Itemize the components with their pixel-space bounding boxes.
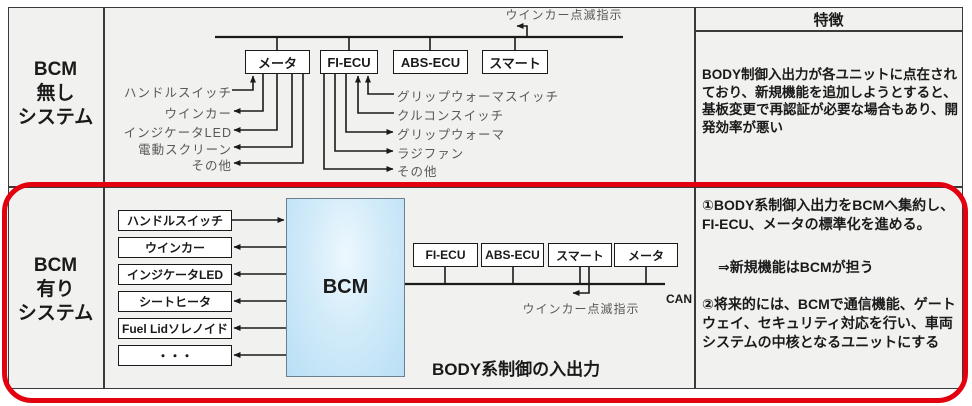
label-grip-warmer: グリップウォーマ	[397, 128, 506, 142]
bcm-box: BCM	[286, 198, 405, 377]
label-cruise-switch: クルコンスイッチ	[397, 109, 505, 123]
row-label-line: 無し	[36, 83, 75, 104]
label-others-right: その他	[397, 165, 438, 179]
can-bus-label: CAN	[666, 292, 692, 306]
row-label-line: システム	[17, 303, 94, 324]
feature-header-underline	[694, 30, 963, 32]
label-handle-switch: ハンドルスイッチ	[123, 86, 232, 100]
body-io-caption: BODY系制御の入出力	[432, 360, 601, 379]
blinker-note-top: ウインカー点滅指示	[505, 8, 623, 22]
can-unit-meter: メータ	[614, 243, 678, 267]
row-label-without-bcm: BCM 無し システム	[8, 58, 103, 130]
io-box-seat-heater: シートヒータ	[118, 291, 232, 312]
row-label-with-bcm: BCM 有り システム	[8, 254, 103, 326]
io-box-others: ・・・	[118, 345, 232, 366]
row-label-line: BCM	[33, 59, 78, 80]
bottom-diagram-wires	[232, 217, 665, 358]
can-unit-smart: スマート	[548, 243, 612, 267]
feature-text-without-bcm: BODY制御入出力が各ユニットに点在されており、新規機能を追加しようとすると、基…	[702, 67, 958, 135]
label-grip-warmer-switch: グリップウォーマスイッチ	[397, 90, 560, 104]
unit-box-meter: メータ	[245, 50, 310, 74]
io-box-winker: ウインカー	[118, 237, 232, 258]
row-label-line: BCM	[33, 255, 78, 276]
label-others-left: その他	[191, 159, 232, 173]
blinker-note-bottom: ウインカー点滅指示	[522, 302, 640, 316]
io-box-fuel-lid-solenoid: Fuel Lidソレノイド	[118, 318, 232, 339]
can-unit-abs-ecu: ABS-ECU	[481, 243, 544, 267]
can-unit-fi-ecu: FI-ECU	[413, 243, 478, 267]
unit-box-smart: スマート	[482, 50, 548, 74]
label-winker: ウインカー	[164, 107, 232, 121]
label-electric-screen: 電動スクリーン	[138, 143, 232, 157]
bcm-label: BCM	[322, 276, 369, 298]
io-box-handle-switch: ハンドルスイッチ	[118, 210, 232, 231]
label-radiator-fan: ラジファン	[397, 147, 465, 161]
label-indicator-led: インジケータLED	[123, 126, 232, 140]
unit-box-fi-ecu: FI-ECU	[320, 50, 378, 74]
top-diagram-wires	[215, 23, 623, 172]
io-box-indicator-led: インジケータLED	[118, 264, 232, 285]
feature-header: 特徴	[813, 12, 844, 29]
row-label-line: システム	[17, 107, 94, 128]
column-divider-right	[694, 7, 696, 389]
column-divider-left	[103, 7, 105, 389]
feature-text-with-bcm-item2: ②将来的には、BCMで通信機能、ゲートウェイ、セキュリティ対応を行い、車両システ…	[702, 296, 956, 350]
row-label-line: 有り	[36, 279, 75, 300]
feature-text-with-bcm-item1: ①BODY系制御入出力をBCMへ集約し、FI-ECU、メータの標準化を進める。	[702, 197, 955, 232]
feature-text-with-bcm-item1-sub: ⇒新規機能はBCMが担う	[718, 259, 874, 275]
unit-box-abs-ecu: ABS-ECU	[393, 50, 468, 74]
